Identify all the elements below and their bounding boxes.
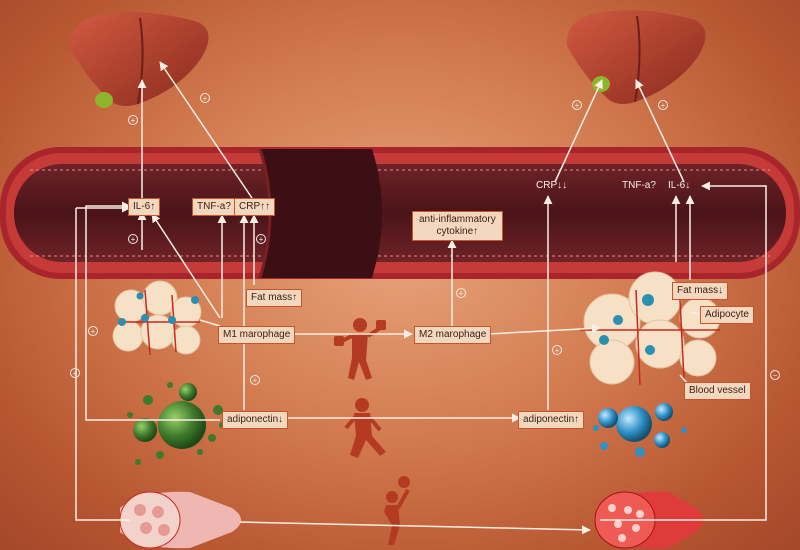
muscle-bundle-icon: [119, 491, 241, 549]
m2-macrophage-label: M2 marophage: [414, 326, 492, 344]
adipose-tissue-icon: [112, 280, 202, 356]
plus-sign: +: [88, 326, 98, 336]
adipocyte-label: Adipocyte: [700, 306, 754, 324]
blood-vessel: [0, 147, 800, 279]
liver-icon: [566, 10, 706, 105]
plus-sign: +: [456, 288, 466, 298]
tnf-right-label: TNF-a?: [622, 180, 656, 191]
macrophage-cluster-icon: [593, 403, 687, 457]
plus-sign: +: [572, 100, 582, 110]
tnf-left-label: TNF-a?: [192, 198, 236, 216]
macrophage-cluster-icon: [127, 382, 225, 465]
plus-sign: +: [552, 345, 562, 355]
adiponectin-right-label: adiponectin↑: [518, 411, 585, 429]
exercising-person-icon: [384, 476, 410, 545]
adipose-tissue-icon: [580, 271, 721, 386]
plus-sign: +: [70, 368, 80, 378]
exercising-person-icon: [344, 398, 386, 458]
crp-right-label: CRP↓↓: [536, 180, 568, 191]
fat-mass-left-label: Fat mass↑: [246, 289, 303, 307]
exercising-person-icon: [334, 318, 386, 380]
plus-sign: +: [658, 100, 668, 110]
blood-vessel-label: Blood vessel: [684, 382, 751, 400]
liver-icon: [69, 12, 209, 108]
minus-sign: −: [770, 370, 780, 380]
adiponectin-left-label: adiponectin↓: [222, 411, 289, 429]
arrows: [75, 61, 767, 535]
plus-sign: +: [256, 234, 266, 244]
il6-left-label: IL-6↑: [128, 198, 161, 216]
plus-sign: +: [200, 93, 210, 103]
plus-sign: +: [128, 115, 138, 125]
crp-left-label: CRP↑↑: [234, 198, 276, 216]
il6-right-label: IL-6↓: [668, 180, 691, 191]
anti-inflammatory-line1: anti-inflammatory: [419, 214, 496, 225]
plus-sign: +: [128, 234, 138, 244]
m1-macrophage-label: M1 marophage: [218, 326, 296, 344]
plus-sign: +: [250, 375, 260, 385]
anti-inflammatory-cytokine-label: anti-inflammatory cytokine↑: [412, 211, 503, 241]
fat-mass-right-label: Fat mass↓: [672, 282, 729, 300]
anti-inflammatory-line2: cytokine↑: [436, 226, 479, 237]
